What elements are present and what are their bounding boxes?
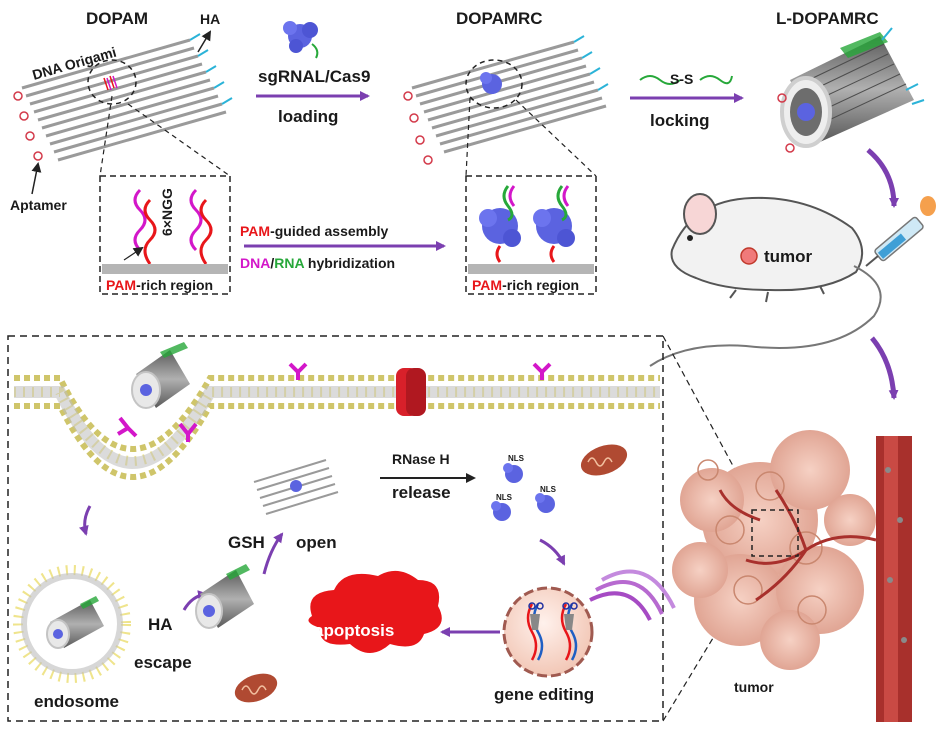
dopamrc-origami-sheet bbox=[403, 35, 609, 165]
dopamrc-label: DOPAMRC bbox=[456, 9, 543, 28]
six-ngg-label: 6×NGG bbox=[159, 188, 175, 236]
pam-helices-left bbox=[123, 188, 213, 265]
ha-top-label: HA bbox=[200, 11, 220, 27]
cell-membrane bbox=[14, 375, 660, 480]
zoom-line-right-2 bbox=[515, 99, 597, 177]
ha-escape-label: HA bbox=[148, 615, 173, 634]
gene-editing-label: gene editing bbox=[494, 685, 594, 704]
tumor-bottom-label: tumor bbox=[734, 679, 774, 695]
zoom-line-left-2 bbox=[127, 103, 231, 177]
dopam-origami-sheet bbox=[13, 33, 233, 162]
escape-label: escape bbox=[134, 653, 192, 672]
cas9-protein-icon bbox=[283, 21, 319, 59]
ha-pointer bbox=[197, 30, 212, 53]
endosome-label: endosome bbox=[34, 692, 119, 711]
release-label: release bbox=[392, 483, 451, 502]
syringe-icon bbox=[865, 196, 936, 267]
tube-on-membrane bbox=[131, 342, 190, 409]
aptamer-pointer bbox=[31, 162, 42, 195]
endocytosis-arrow bbox=[78, 505, 92, 536]
zoom-line-right-1 bbox=[465, 97, 471, 177]
pam-rich-left-label: PAM-rich region bbox=[106, 277, 213, 293]
pam-bar-left bbox=[102, 264, 228, 274]
ss-linker-strand bbox=[639, 75, 733, 85]
apoptosis-label: apoptosis bbox=[314, 621, 394, 640]
tumor-arrow bbox=[870, 336, 899, 400]
nucleus-gene-editing bbox=[502, 569, 676, 678]
ss-linker-label: S-S bbox=[670, 71, 693, 87]
locking-label: locking bbox=[650, 111, 710, 130]
pam-guided-label: PAM-guided assembly bbox=[240, 223, 389, 239]
sgrna-cas9-label: sgRNAL/Cas9 bbox=[258, 67, 370, 86]
pam-inset-left bbox=[99, 175, 231, 295]
gsh-label: GSH bbox=[228, 533, 265, 552]
mitochondrion-icon-2 bbox=[234, 673, 278, 703]
open-label: open bbox=[296, 533, 337, 552]
tumor-mass bbox=[672, 430, 877, 670]
mouse-tumor-label: tumor bbox=[764, 247, 813, 266]
nuclear-entry-arrow bbox=[539, 538, 566, 566]
apoptosis-cloud bbox=[308, 570, 442, 653]
blood-vessel bbox=[876, 436, 912, 722]
mouse-illustration bbox=[649, 193, 882, 367]
cell-uptake-panel bbox=[7, 335, 664, 722]
nls-label-1: NLS bbox=[508, 454, 525, 463]
hybridization-label: DNA/RNA hybridization bbox=[240, 255, 395, 271]
injection-arrow bbox=[866, 148, 899, 208]
loading-label: loading bbox=[278, 107, 338, 126]
membrane-receptors bbox=[116, 362, 552, 442]
opened-origami bbox=[253, 459, 339, 515]
pam-rich-right-label: PAM-rich region bbox=[472, 277, 579, 293]
gsh-arrow bbox=[262, 532, 284, 575]
pam-inset-right bbox=[465, 175, 597, 295]
ion-channel bbox=[396, 368, 426, 416]
aptamer-label: Aptamer bbox=[10, 197, 67, 213]
mitochondrion-icon bbox=[580, 444, 628, 476]
zoom-line-tumor-2 bbox=[662, 559, 761, 722]
cas9-complexes-right bbox=[479, 185, 575, 263]
escaped-tube bbox=[195, 564, 254, 629]
pam-bar-right bbox=[468, 264, 594, 274]
rnase-h-label: RNase H bbox=[392, 451, 450, 467]
zoom-line-left-1 bbox=[99, 95, 113, 177]
nls-label-2: NLS bbox=[496, 493, 513, 502]
nls-label-3: NLS bbox=[540, 485, 557, 494]
l-dopamrc-tube bbox=[777, 27, 925, 153]
dopam-label: DOPAM bbox=[86, 9, 148, 28]
endosome-vesicle bbox=[13, 565, 131, 683]
released-cas9 bbox=[491, 463, 555, 521]
l-dopamrc-label: L-DOPAMRC bbox=[776, 9, 879, 28]
